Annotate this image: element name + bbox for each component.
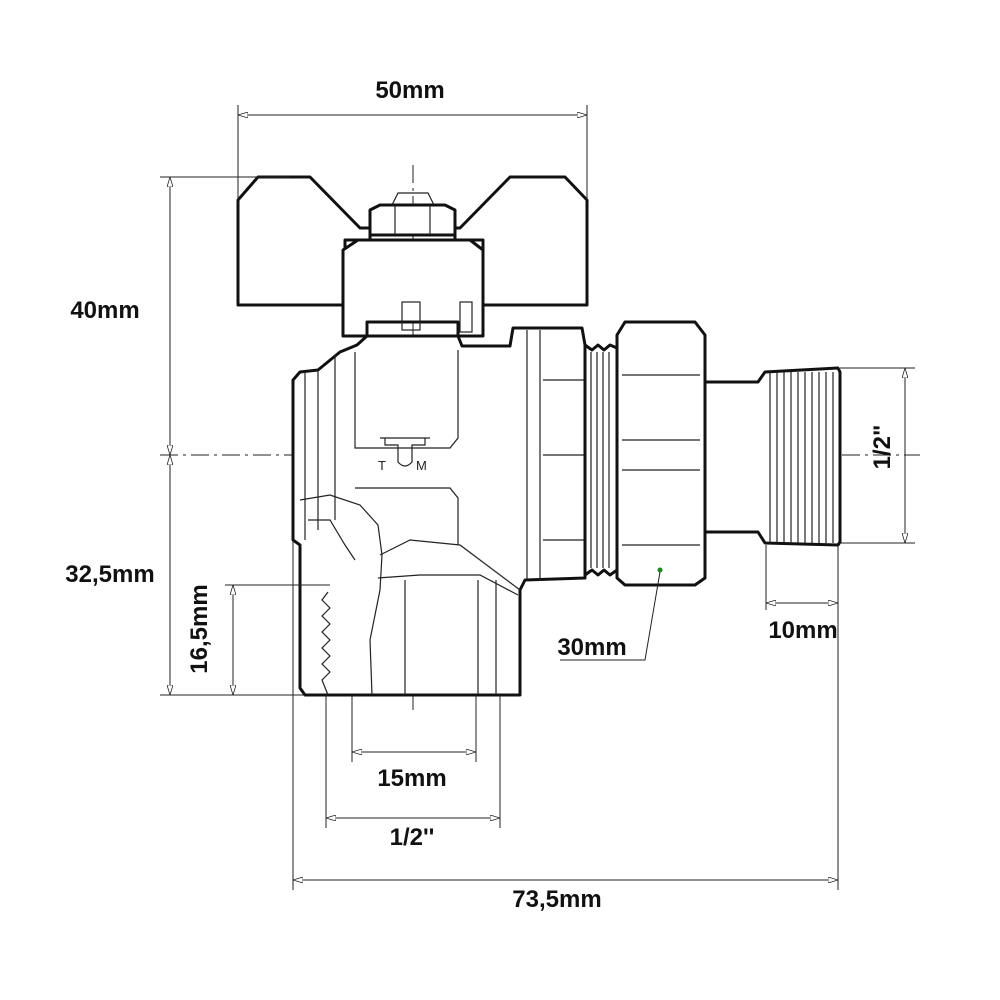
svg-text:T: T <box>378 458 386 473</box>
valve-body <box>291 326 587 697</box>
union-nut <box>615 320 707 587</box>
dim-bottom-height: 32,5mm <box>65 561 154 588</box>
leader-dot <box>657 567 663 573</box>
outlet-tail <box>703 366 842 547</box>
svg-text:M: M <box>416 458 427 473</box>
dim-overall-length: 73,5mm <box>512 886 601 913</box>
dim-top-height: 40mm <box>70 297 139 324</box>
dim-bore: 15mm <box>377 765 446 792</box>
butterfly-handle <box>236 175 589 338</box>
dim-union-nut: 30mm <box>557 634 626 661</box>
dim-bottom-thread: 1/2'' <box>390 824 435 851</box>
dim-overall-width: 50mm <box>375 77 444 104</box>
dim-outlet-thread-length: 10mm <box>768 617 837 644</box>
dim-thread-depth: 16,5mm <box>186 584 213 673</box>
tum-logo: T M <box>378 437 430 473</box>
dim-outlet-thread: 1/2" <box>869 425 896 470</box>
union-thread <box>583 343 619 577</box>
dimension-lines <box>160 105 915 890</box>
